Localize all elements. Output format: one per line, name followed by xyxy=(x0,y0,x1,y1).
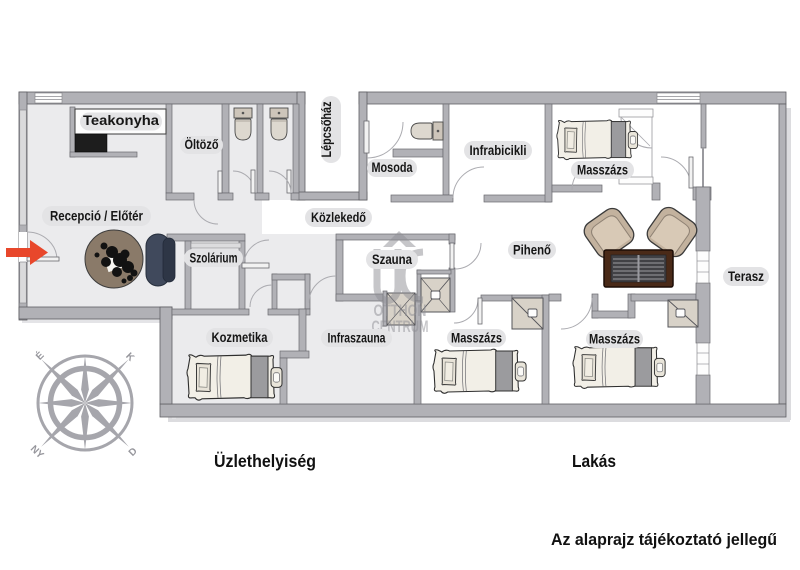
svg-text:Recepció / Előtér: Recepció / Előtér xyxy=(50,208,143,224)
svg-text:Teakonyha: Teakonyha xyxy=(83,112,159,128)
svg-text:Terasz: Terasz xyxy=(728,268,764,284)
svg-text:Infrabicikli: Infrabicikli xyxy=(470,142,527,158)
svg-text:Masszázs: Masszázs xyxy=(589,331,640,347)
svg-text:Infraszauna: Infraszauna xyxy=(328,330,386,346)
svg-text:Kozmetika: Kozmetika xyxy=(212,329,268,345)
svg-text:OTTHON: OTTHON xyxy=(374,301,427,320)
svg-text:Öltöző: Öltöző xyxy=(185,136,219,152)
svg-text:Masszázs: Masszázs xyxy=(451,330,502,346)
svg-text:Mosoda: Mosoda xyxy=(372,159,413,175)
svg-text:Lépcsőház: Lépcsőház xyxy=(318,102,334,158)
svg-text:Közlekedő: Közlekedő xyxy=(311,209,366,225)
svg-text:Szolárium: Szolárium xyxy=(190,250,238,266)
svg-text:Masszázs: Masszázs xyxy=(577,162,628,178)
svg-text:Üzlethelyiség: Üzlethelyiség xyxy=(214,451,316,471)
svg-text:Szauna: Szauna xyxy=(372,251,412,267)
svg-text:Pihenő: Pihenő xyxy=(513,242,551,258)
svg-text:Lakás: Lakás xyxy=(572,451,616,471)
svg-text:Az alaprajz tájékoztató jelleg: Az alaprajz tájékoztató jellegű xyxy=(551,531,777,549)
